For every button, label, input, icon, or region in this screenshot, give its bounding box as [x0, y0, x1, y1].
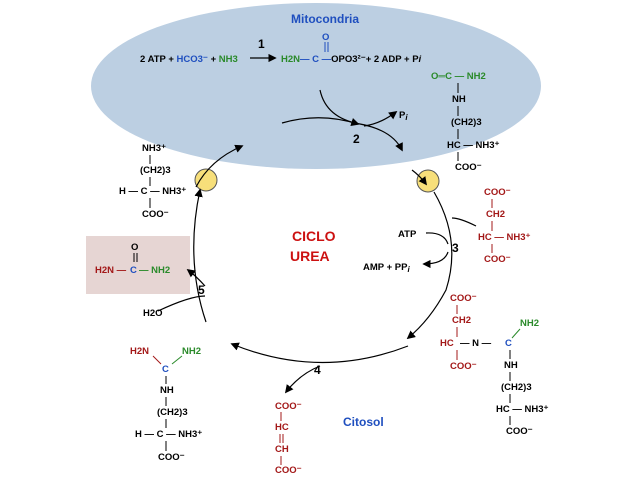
step-2-number: 2 — [353, 132, 360, 146]
cycle-title-line-1: CICLO — [292, 228, 336, 244]
svg-text:COO⁻: COO⁻ — [450, 293, 477, 304]
carbamoyl-carbonyl-o: O — [322, 32, 329, 43]
step-3-amp-out — [422, 251, 449, 269]
svg-text:H — C — NH3⁺: H — C — NH3⁺ — [135, 429, 202, 440]
reaction-1-reactants: 2 ATP + HCO3⁻ + NH3 — [140, 54, 238, 65]
step-3-atp: ATP — [398, 229, 417, 240]
step-5-water: H2O — [143, 308, 163, 319]
svg-text:COO⁻: COO⁻ — [450, 361, 477, 372]
citrulline-transporter — [416, 169, 440, 193]
aspartate-structure: COO⁻ CH2 HC — NH3⁺ COO⁻ — [478, 187, 531, 265]
arginine-structure: H2N NH2 C NH (CH2)3 H — C — NH3⁺ COO⁻ — [130, 346, 202, 463]
svg-text:— NH2: — NH2 — [139, 265, 170, 276]
step-2-ornithine-arrow — [281, 117, 360, 126]
ornithine-to-mitochondria-arrow — [195, 144, 244, 188]
svg-text:C: C — [505, 338, 512, 349]
svg-text:HC — NH3⁺: HC — NH3⁺ — [496, 404, 549, 415]
svg-text:H2N —: H2N — — [95, 265, 127, 276]
cycle-title-line-2: UREA — [290, 248, 330, 264]
svg-text:CH2: CH2 — [452, 315, 471, 326]
mitochondria-region — [91, 3, 541, 169]
argininosuccinate-structure: COO⁻ CH2 HC COO⁻ — N — NH2 C NH (CH2)3 H… — [440, 293, 549, 437]
svg-text:HC — NH3⁺: HC — NH3⁺ — [478, 232, 531, 243]
svg-text:COO⁻: COO⁻ — [275, 401, 302, 412]
carbamoyl-phosphate: H2N— C —OPO3²⁻+ 2 ADP + Pi — [281, 54, 422, 65]
svg-text:COO⁻: COO⁻ — [275, 465, 302, 476]
step-3-atp-in — [425, 232, 449, 245]
svg-text:NH3⁺: NH3⁺ — [142, 143, 166, 154]
svg-text:— N —: — N — — [460, 338, 492, 349]
cycle-right-arrow — [406, 191, 453, 340]
fumarate-release-arrow — [284, 365, 321, 394]
step-3-amp: AMP + PPi — [363, 262, 410, 274]
svg-text:C: C — [162, 364, 169, 375]
svg-text:NH2: NH2 — [520, 318, 539, 329]
svg-text:COO⁻: COO⁻ — [484, 254, 511, 265]
citrulline-structure: O═C — NH2 NH (CH2)3 HC — NH3⁺ COO⁻ — [431, 71, 500, 173]
svg-text:COO⁻: COO⁻ — [158, 452, 185, 463]
svg-text:HC: HC — [440, 338, 454, 349]
svg-text:NH: NH — [452, 94, 466, 105]
svg-text:(CH2)3: (CH2)3 — [501, 382, 532, 393]
svg-text:H2N: H2N — [130, 346, 149, 357]
svg-text:COO⁻: COO⁻ — [142, 209, 169, 220]
step-5-water-in — [157, 295, 206, 312]
svg-text:HC — NH3⁺: HC — NH3⁺ — [447, 140, 500, 151]
cytosol-label: Citosol — [343, 415, 384, 429]
step-5-urea-out — [186, 268, 206, 287]
ornithine-structure: NH3⁺ (CH2)3 H — C — NH3⁺ COO⁻ — [119, 143, 186, 220]
urea-structure: O H2N — C — NH2 — [95, 242, 170, 276]
svg-text:NH: NH — [160, 385, 174, 396]
svg-text:(CH2)3: (CH2)3 — [157, 407, 188, 418]
mitochondria-label: Mitocondria — [291, 12, 359, 26]
step-4-arrow — [230, 342, 409, 364]
cycle-left-arrow — [193, 188, 207, 323]
step-2-pi: Pi — [399, 110, 408, 122]
svg-text:NH2: NH2 — [182, 346, 201, 357]
step-3-number: 3 — [452, 241, 459, 255]
svg-text:(CH2)3: (CH2)3 — [140, 165, 171, 176]
step-2-carbamoyl-arrow — [319, 89, 403, 152]
svg-text:COO⁻: COO⁻ — [506, 426, 533, 437]
citrulline-export-arrow — [411, 169, 428, 186]
svg-text:(CH2)3: (CH2)3 — [451, 117, 482, 128]
svg-text:C: C — [130, 265, 137, 276]
urea-box — [86, 236, 190, 294]
svg-text:COO⁻: COO⁻ — [455, 162, 482, 173]
step-4-number: 4 — [314, 363, 321, 377]
svg-text:CH: CH — [275, 444, 289, 455]
step-2-pi-arrow — [363, 110, 398, 127]
svg-text:NH: NH — [504, 360, 518, 371]
step-1-number: 1 — [258, 37, 265, 51]
svg-text:COO⁻: COO⁻ — [484, 187, 511, 198]
svg-text:H — C — NH3⁺: H — C — NH3⁺ — [119, 186, 186, 197]
svg-text:CH2: CH2 — [486, 209, 505, 220]
ornithine-transporter — [194, 168, 218, 192]
svg-text:HC: HC — [275, 422, 289, 433]
fumarate-structure: COO⁻ HC CH COO⁻ — [275, 401, 302, 476]
step-5-number: 5 — [198, 283, 205, 297]
aspartate-in-arrow — [451, 217, 477, 227]
svg-text:O: O — [131, 242, 138, 253]
svg-text:O═C — NH2: O═C — NH2 — [431, 71, 486, 82]
